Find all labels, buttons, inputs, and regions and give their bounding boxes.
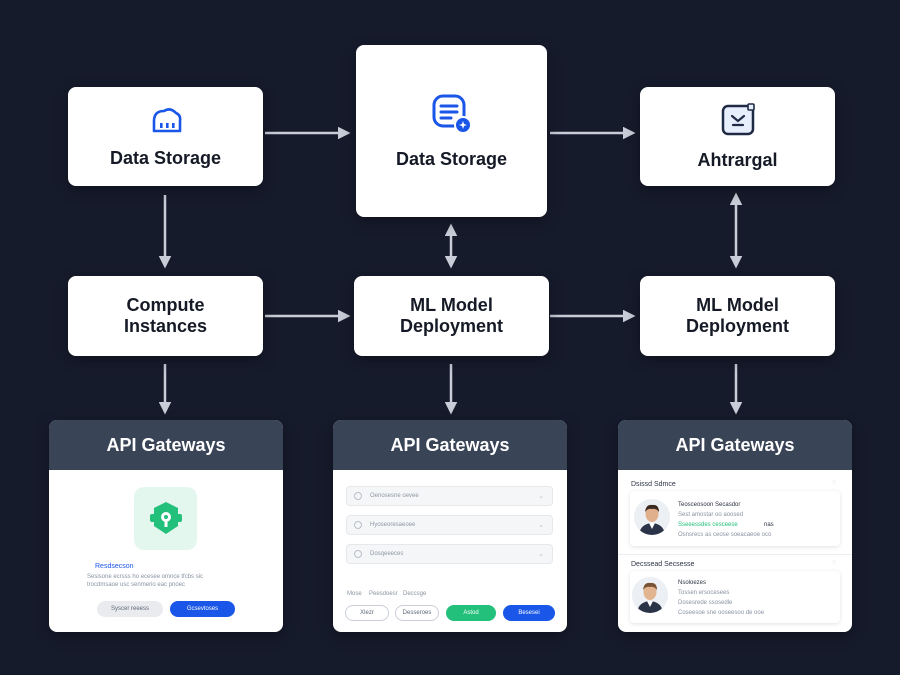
panel-title: API Gateways bbox=[49, 420, 283, 470]
profile-line-3: Osnsrecs as ceose soeacaeoe oco bbox=[678, 531, 771, 539]
node-top-left: Data Storage bbox=[68, 87, 263, 186]
tab-label-3[interactable]: Deccsge bbox=[403, 590, 426, 598]
node-top-right: Ahtrargal bbox=[640, 87, 835, 186]
field-value: Hyoseoresaeoee bbox=[370, 522, 415, 528]
more-icon[interactable]: ◌ bbox=[832, 559, 836, 566]
node-top-center: Data Storage bbox=[356, 45, 547, 217]
secondary-button[interactable]: Syscer reeess bbox=[97, 601, 163, 617]
button-outline-1[interactable]: Xlezr bbox=[345, 605, 389, 621]
gateway-icon bbox=[134, 487, 197, 550]
node-label: Compute Instances bbox=[124, 295, 207, 337]
profile-line-2: Sseeessdes cesceese bbox=[678, 521, 738, 529]
profile-name: Teosceosoon Secasdor bbox=[678, 501, 740, 509]
node-label: Ahtrargal bbox=[697, 150, 777, 171]
avatar bbox=[632, 577, 668, 613]
node-label: ML Model Deployment bbox=[400, 295, 503, 337]
chevron-down-icon: ⌄ bbox=[538, 550, 544, 558]
button-outline-2[interactable]: Desseroes bbox=[395, 605, 439, 621]
panel-title: API Gateways bbox=[618, 420, 852, 470]
profile-card-2[interactable]: Nsoloezes Tossen ersocesees Dosesrede ss… bbox=[630, 571, 840, 623]
node-mid-center: ML Model Deployment bbox=[354, 276, 549, 356]
link-text[interactable]: Resdsecson bbox=[95, 563, 134, 571]
description-line-2: trocdmsaoe usc senmerio eac pnoec bbox=[87, 581, 185, 589]
panel-center: API Gateways Oenosesne oevee ⌄ Hyoseores… bbox=[333, 420, 567, 632]
select-field-1[interactable]: Oenosesne oevee ⌄ bbox=[346, 486, 553, 506]
chevron-down-icon: ⌄ bbox=[538, 492, 544, 500]
profile-card-1[interactable]: Teosceosoon Secasdor Sest amostar oo aoo… bbox=[630, 491, 840, 546]
button-blue[interactable]: Besesei bbox=[503, 605, 555, 621]
tab-label-2[interactable]: Peesdoesr bbox=[369, 590, 398, 598]
panel-title: API Gateways bbox=[333, 420, 567, 470]
section-heading-1: Dsissd Sdmce bbox=[631, 481, 676, 489]
avatar bbox=[634, 499, 670, 535]
field-value: Oenosesne oevee bbox=[370, 493, 419, 499]
primary-button[interactable]: Gcsevtoses bbox=[170, 601, 235, 617]
chevron-down-icon: ⌄ bbox=[538, 521, 544, 529]
node-mid-left: Compute Instances bbox=[68, 276, 263, 356]
button-green[interactable]: Astod bbox=[446, 605, 496, 621]
panel-left: API Gateways Resdsecson Sesisone ecrsss … bbox=[49, 420, 283, 632]
panel-right: API Gateways Dsissd Sdmce ◌ Teosceosoon … bbox=[618, 420, 852, 632]
profile-tag: nas bbox=[764, 521, 774, 529]
select-field-2[interactable]: Hyoseoresaeoee ⌄ bbox=[346, 515, 553, 535]
more-icon[interactable]: ◌ bbox=[832, 479, 836, 486]
section-heading-2: Decssead Secsesse bbox=[631, 561, 694, 569]
cloud-server-icon bbox=[146, 105, 186, 140]
field-value: Dosqeeeces bbox=[370, 551, 403, 557]
node-label: Data Storage bbox=[110, 148, 221, 169]
profile-name: Nsoloezes bbox=[678, 579, 706, 587]
node-label: Data Storage bbox=[396, 149, 507, 170]
node-mid-right: ML Model Deployment bbox=[640, 276, 835, 356]
profile-line-1: Sest amostar oo aoosed bbox=[678, 511, 743, 519]
profile-line-3: Coseesoe sne ooseesoo de ooe bbox=[678, 609, 764, 617]
document-badge-icon bbox=[430, 92, 474, 141]
node-label: ML Model Deployment bbox=[686, 295, 789, 337]
field-bullet-icon bbox=[354, 492, 362, 500]
description-line-1: Sesisone ecrsss ho ecesee omnce tfcbs si… bbox=[87, 573, 203, 581]
select-field-3[interactable]: Dosqeeeces ⌄ bbox=[346, 544, 553, 564]
profile-line-1: Tossen ersocesees bbox=[678, 589, 729, 597]
field-bullet-icon bbox=[354, 521, 362, 529]
monitor-icon bbox=[720, 103, 756, 142]
field-bullet-icon bbox=[354, 550, 362, 558]
tab-label-1[interactable]: Mose bbox=[347, 590, 362, 598]
profile-line-2: Dosesrede ssosedle bbox=[678, 599, 732, 607]
section-divider bbox=[618, 554, 852, 555]
